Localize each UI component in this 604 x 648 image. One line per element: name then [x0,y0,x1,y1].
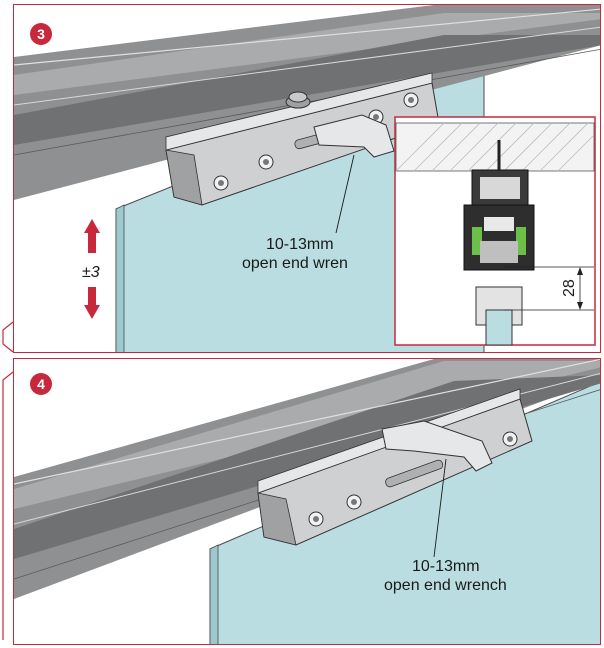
step-4-illustration: 10-13mm open end wrench [14,359,600,644]
wrench-icon [381,420,493,472]
wrench-size-label: 10-13mm [266,236,334,253]
wrench-size-label: 10-13mm [412,558,480,575]
step-3-illustration: ±3 10-13mm open end wren [14,5,600,352]
wrench-description-label: open end wrench [384,577,507,594]
arrow-down-icon [84,287,100,319]
adjustment-label: ±3 [82,264,100,281]
dimension-label: 28 [561,279,578,297]
step-number-badge: 3 [30,23,52,45]
step-4-panel: 4 10-13mm open end wrench [13,358,601,645]
step-3-panel: 3 ±3 10-13mm open end wren [13,4,601,353]
wrench-icon [313,114,395,158]
step-number-badge: 4 [30,373,52,395]
wrench-description-label: open end wren [242,255,348,272]
arrow-up-icon [84,219,100,253]
cross-section-inset: 28 [394,116,596,346]
